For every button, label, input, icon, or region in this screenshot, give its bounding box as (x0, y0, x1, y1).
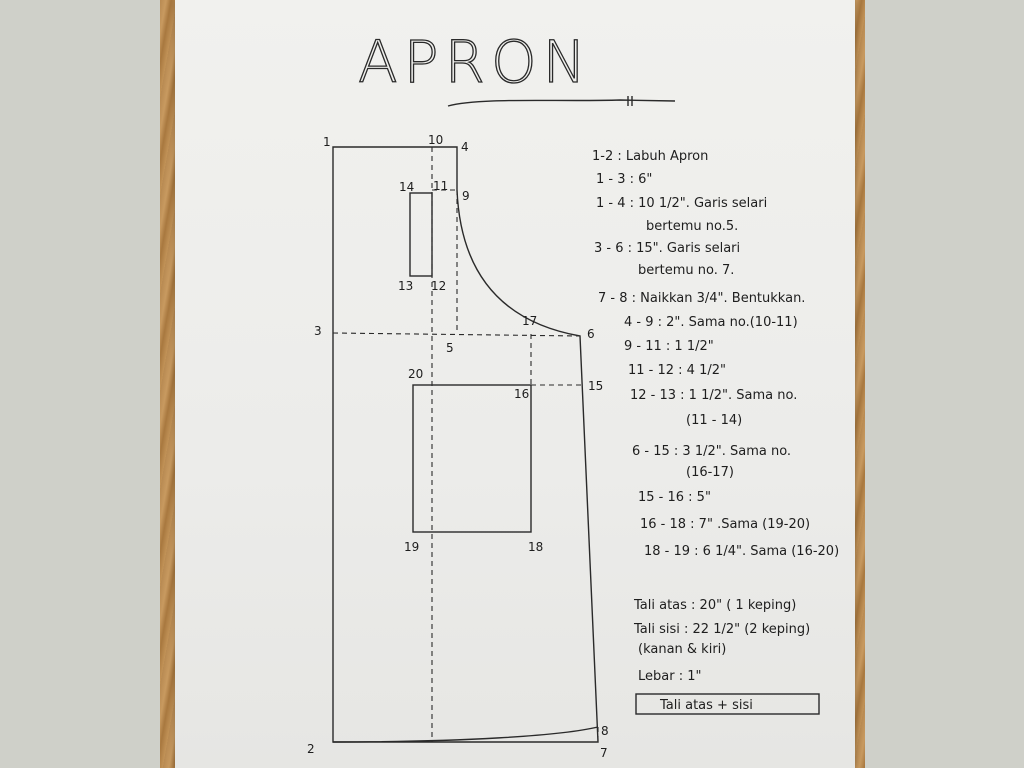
point-label-16: 16 (514, 387, 529, 401)
point-label-12: 12 (431, 279, 446, 293)
point-label-9: 9 (462, 189, 470, 203)
instruction-line: 3 - 6 : 15". Garis selari (594, 241, 740, 256)
title-underline-flourish (447, 99, 676, 107)
instruction-line: 1-2 : Labuh Apron (592, 149, 708, 164)
point-label-4: 4 (461, 140, 469, 154)
instruction-line: 11 - 12 : 4 1/2" (628, 363, 726, 378)
point-label-3: 3 (314, 324, 322, 338)
page-title: APRON (358, 28, 592, 96)
guide-3-6 (332, 332, 581, 337)
point-label-19: 19 (404, 540, 419, 554)
strap-slot (409, 192, 433, 277)
instruction-line: 7 - 8 : Naikkan 3/4". Bentukkan. (598, 291, 805, 306)
strap-note: (kanan & kiri) (638, 642, 726, 657)
instruction-line: 9 - 11 : 1 1/2" (624, 339, 714, 354)
instruction-line: (11 - 14) (686, 413, 742, 428)
point-label-20: 20 (408, 367, 423, 381)
instruction-line: 16 - 18 : 7" .Sama (19-20) (640, 517, 810, 532)
point-label-17: 17 (522, 314, 537, 328)
strap-note: Tali sisi : 22 1/2" (2 keping) (633, 622, 810, 637)
instruction-line: 1 - 4 : 10 1/2". Garis selari (596, 196, 767, 211)
instruction-line: 6 - 15 : 3 1/2". Sama no. (632, 444, 791, 459)
boxed-note-frame (635, 693, 820, 715)
point-label-15: 15 (588, 379, 603, 393)
instruction-line: 18 - 19 : 6 1/4". Sama (16-20) (644, 544, 839, 559)
instruction-line: bertemu no. 7. (638, 263, 734, 278)
point-label-5: 5 (446, 341, 454, 355)
pocket (412, 384, 532, 533)
hem-curve (332, 726, 599, 743)
instruction-line: bertemu no.5. (646, 219, 738, 234)
point-label-11: 11 (433, 179, 448, 193)
instruction-line: (16-17) (686, 465, 734, 480)
point-label-7: 7 (600, 746, 608, 760)
instruction-line: 12 - 13 : 1 1/2". Sama no. (630, 388, 797, 403)
point-label-2: 2 (307, 742, 315, 756)
point-label-10: 10 (428, 133, 443, 147)
point-label-18: 18 (528, 540, 543, 554)
point-label-1: 1 (323, 135, 331, 149)
instruction-line: 1 - 3 : 6" (596, 172, 652, 187)
strap-note: Lebar : 1" (638, 669, 701, 684)
apron-outline (332, 146, 599, 743)
boxed-note: Tali atas + sisi (659, 698, 753, 713)
paper-sheet (175, 0, 855, 768)
instruction-line: 4 - 9 : 2". Sama no.(10-11) (624, 315, 798, 330)
point-label-13: 13 (398, 279, 413, 293)
instruction-line: 15 - 16 : 5" (638, 490, 711, 505)
strap-note: Tali atas : 20" ( 1 keping) (633, 598, 796, 613)
point-label-6: 6 (587, 327, 595, 341)
point-label-8: 8 (601, 724, 609, 738)
point-label-14: 14 (399, 180, 414, 194)
